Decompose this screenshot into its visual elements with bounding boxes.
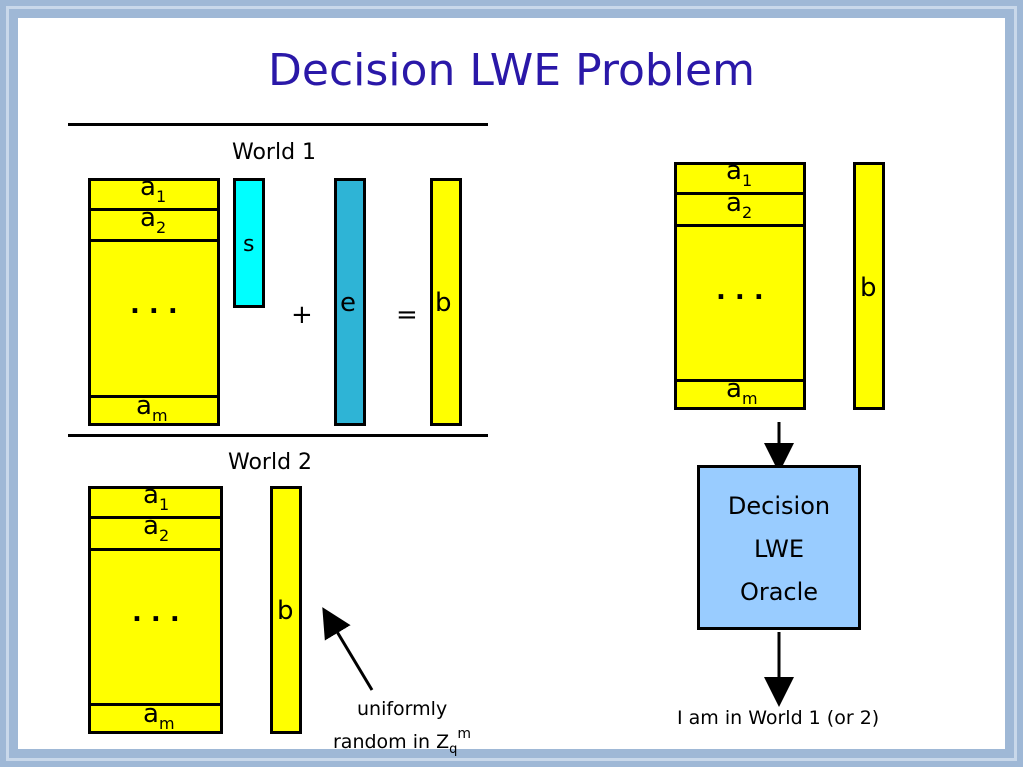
right-row-am: am — [726, 374, 758, 408]
world2-row-divider — [88, 516, 223, 519]
world1-b-label: b — [435, 288, 452, 318]
uniform-note-line2: random in Zqm — [333, 726, 472, 757]
world2-vector-b — [270, 486, 302, 734]
world1-row-divider — [88, 239, 220, 242]
uniform-note-line1: uniformly — [357, 698, 448, 720]
page-title: Decision LWE Problem — [268, 45, 755, 96]
world1-row-divider — [88, 395, 220, 398]
world2-row-a1: a1 — [143, 480, 170, 514]
world1-row-a2: a2 — [140, 203, 167, 237]
right-ellipsis: . . . — [716, 276, 764, 306]
world1-s-label: s — [243, 232, 255, 257]
right-row-divider — [674, 224, 806, 227]
world1-label: World 1 — [232, 140, 317, 165]
world2-b-label: b — [277, 596, 294, 626]
equals-sign: = — [396, 300, 418, 330]
oracle-output-text: I am in World 1 (or 2) — [677, 707, 880, 729]
right-b-label: b — [860, 273, 877, 303]
right-row-divider — [674, 192, 806, 195]
oracle-line-1: Decision — [727, 492, 831, 520]
world1-row-divider — [88, 208, 220, 211]
right-row-a1: a1 — [726, 156, 753, 190]
world2-matrix-a — [88, 486, 223, 734]
right-matrix-a — [674, 162, 806, 410]
world1-row-a1: a1 — [140, 172, 167, 206]
oracle-line-3: Oracle — [739, 578, 819, 606]
world2-row-divider — [88, 548, 223, 551]
uniform-note-arrow — [322, 607, 374, 691]
right-row-divider — [674, 379, 806, 382]
world2-row-am: am — [143, 699, 175, 733]
world1-vector-e — [334, 178, 366, 426]
world1-vector-s — [233, 178, 265, 308]
right-row-a2: a2 — [726, 188, 753, 222]
world2-ellipsis: . . . — [132, 598, 180, 628]
divider-top — [68, 123, 488, 126]
right-vector-b — [853, 162, 885, 410]
divider-bottom — [68, 434, 488, 437]
world2-row-a2: a2 — [143, 511, 170, 545]
world1-ellipsis: . . . — [130, 290, 178, 320]
world1-vector-b — [430, 178, 462, 426]
oracle-line-2: LWE — [753, 535, 805, 563]
plus-sign: + — [291, 300, 313, 330]
world1-e-label: e — [340, 288, 356, 318]
world1-matrix-a — [88, 178, 220, 426]
decision-lwe-oracle-box: Decision LWE Oracle — [697, 465, 861, 630]
world2-row-divider — [88, 703, 223, 706]
world2-label: World 2 — [228, 450, 313, 475]
world1-row-am: am — [136, 391, 168, 425]
